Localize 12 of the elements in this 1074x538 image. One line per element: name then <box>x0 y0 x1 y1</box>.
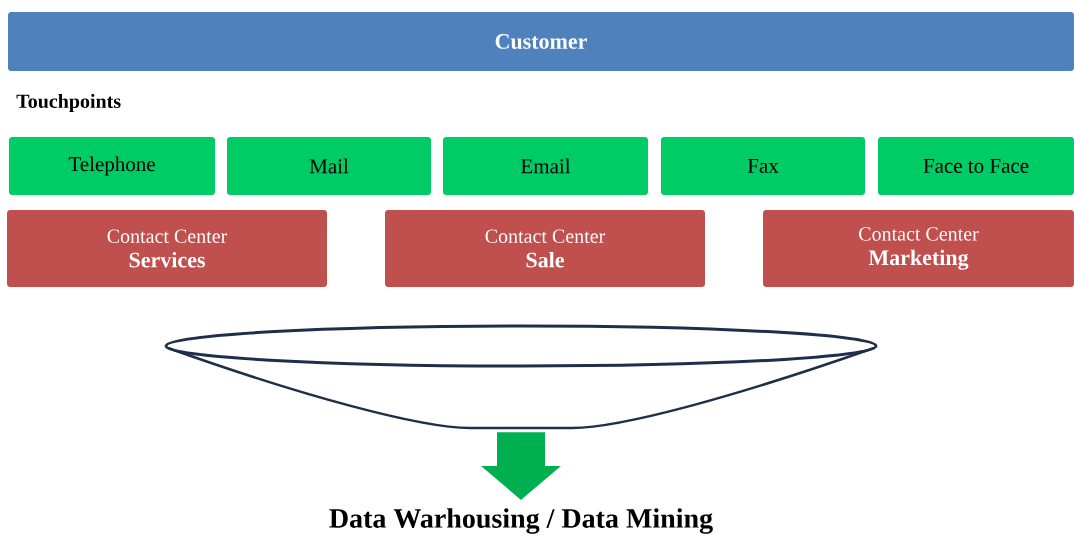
section-label: Touchpoints <box>16 93 121 113</box>
contact-center-box: Contact Center Services <box>7 210 327 287</box>
contact-center-box: Contact Center Marketing <box>763 210 1074 287</box>
contact-center-box: Contact Center Sale <box>385 210 705 287</box>
touchpoint-box: Mail <box>227 137 431 195</box>
header-bar: Customer <box>8 12 1074 71</box>
touchpoint-box: Face to Face <box>878 137 1074 195</box>
touchpoint-box: Fax <box>661 137 865 195</box>
funnel-drawing <box>164 324 878 430</box>
touchpoint-box: Email <box>443 137 648 195</box>
result-text: Data Warhousing / Data Mining <box>329 508 713 534</box>
touchpoint-box: Telephone <box>9 137 215 195</box>
